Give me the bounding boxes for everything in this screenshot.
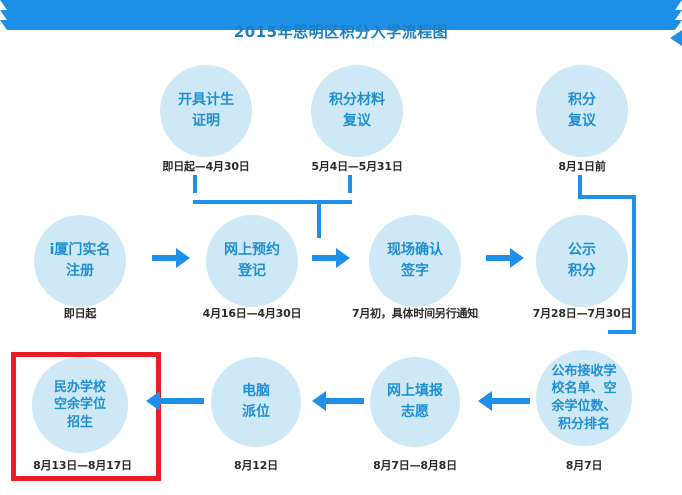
- arrow-head-diannao-to-minban: [146, 391, 160, 411]
- connector-arrow-merge-down: [0, 20, 682, 30]
- node-label-line: 积分材料: [329, 92, 385, 108]
- arrow-head-tianbao-to-diannao: [312, 391, 326, 411]
- node-label-line: 积分: [568, 263, 596, 279]
- node-date-jifen-fuyi: 8月1日前: [558, 160, 606, 173]
- arrow-shaft-gongbu-to-tianbao: [492, 398, 530, 404]
- connector-line-kaiju-down: [193, 175, 197, 193]
- node-label-line: 开具计生: [178, 92, 234, 108]
- node-date-minban: 8月13日—8月17日: [33, 459, 132, 472]
- node-wangshang-tianbao-zhiyuan[interactable]: 网上填报 志愿: [370, 357, 460, 447]
- connector-arrow-kaiju-down: [0, 0, 682, 10]
- node-label-line: 校名单、空: [551, 381, 617, 397]
- connector-line-fuyi-right: [578, 195, 636, 199]
- node-date-ixiamen: 即日起: [63, 307, 97, 320]
- node-kaiju-jisheng[interactable]: 开具计生 证明: [160, 65, 252, 157]
- node-jifen-fuyi[interactable]: 积分 复议: [536, 65, 628, 157]
- arrow-shaft-ixiamen-to-yuyue: [152, 255, 178, 261]
- node-date-gongbu-jieshou: 8月7日: [565, 459, 603, 472]
- node-label-line: 积分: [568, 92, 596, 108]
- arrow-head-gongbu-to-tianbao: [478, 391, 492, 411]
- node-gongshi-jifen[interactable]: 公示 积分: [536, 215, 628, 307]
- node-date-tianbao-zhiyuan: 8月7日—8月8日: [373, 459, 457, 472]
- node-gongbu-jieshou-xuexiao[interactable]: 公布接收学 校名单、空 余学位数、 积分排名: [536, 350, 632, 446]
- connector-arrow-cailiao-down: [0, 10, 682, 20]
- node-label-line: 网上填报: [387, 383, 443, 399]
- node-label-line: 网上预约: [224, 242, 280, 258]
- node-minban-xuexiao-zhaosheng[interactable]: 民办学校 空余学位 招生: [32, 357, 128, 453]
- connector-line-fuyi-down: [578, 175, 582, 197]
- node-label-line: 电脑: [242, 383, 270, 399]
- node-label-line: 空余学位: [53, 397, 106, 413]
- arrow-shaft-diannao-to-minban: [160, 398, 204, 404]
- connector-line-rail-left: [608, 330, 636, 334]
- arrow-shaft-yuyue-to-queren: [312, 255, 338, 261]
- node-label-line: 复议: [568, 113, 596, 129]
- arrow-head-queren-to-gongshi: [510, 248, 524, 268]
- node-label-line: 余学位数、: [551, 399, 617, 414]
- node-label-line: 志愿: [401, 404, 429, 420]
- node-date-yuyue-dengji: 4月16日—4月30日: [202, 307, 302, 320]
- node-label-line: 复议: [343, 113, 371, 129]
- page-title: 2015年思明区积分入学流程图: [233, 23, 449, 41]
- connector-arrow-rail-left: [0, 30, 682, 46]
- node-label-line: 签字: [401, 263, 429, 279]
- node-date-jifen-cailiao-fuyi: 5月4日—5月31日: [311, 160, 403, 173]
- node-date-gongshi-jifen: 7月28日—7月30日: [532, 307, 632, 320]
- connector-line-cailiao-down: [348, 175, 352, 193]
- arrow-head-yuyue-to-queren: [336, 248, 350, 268]
- arrow-head-ixiamen-to-yuyue: [176, 248, 190, 268]
- node-date-diannao-paiwei: 8月12日: [234, 459, 278, 472]
- arrow-shaft-tianbao-to-diannao: [326, 398, 364, 404]
- node-ixiamen-shiming-zhuce[interactable]: i厦门实名 注册: [34, 215, 126, 307]
- node-wangshang-yuyue-dengji[interactable]: 网上预约 登记: [206, 215, 298, 307]
- node-jifen-cailiao-fuyi[interactable]: 积分材料 复议: [311, 65, 403, 157]
- node-date-kaiju-jisheng: 即日起—4月30日: [162, 160, 250, 173]
- connector-line-right-rail: [632, 195, 636, 332]
- highlight-box-minban: [11, 352, 161, 481]
- node-label-line: 证明: [192, 113, 220, 129]
- node-label-line: 民办学校: [53, 379, 106, 395]
- node-label-line: 公布接收学: [551, 363, 617, 379]
- node-diannao-paiwei[interactable]: 电脑 派位: [211, 357, 301, 447]
- connector-line-merge-down: [317, 200, 321, 238]
- node-label-line: i厦门实名: [49, 242, 111, 258]
- node-label-line: 注册: [66, 263, 94, 279]
- node-date-queren-qianzi: 7月初，具体时间另行通知: [351, 307, 479, 320]
- node-label-line: 派位: [242, 404, 270, 420]
- connector-merge-bar: [193, 200, 352, 204]
- node-label-line: 现场确认: [387, 242, 443, 258]
- node-label-line: 登记: [238, 263, 266, 279]
- node-label-line: 积分排名: [557, 416, 610, 432]
- node-label-line: 招生: [66, 414, 93, 430]
- node-xianchang-queren-qianzi[interactable]: 现场确认 签字: [369, 215, 461, 307]
- node-label-line: 公示: [568, 242, 596, 258]
- arrow-shaft-queren-to-gongshi: [486, 255, 512, 261]
